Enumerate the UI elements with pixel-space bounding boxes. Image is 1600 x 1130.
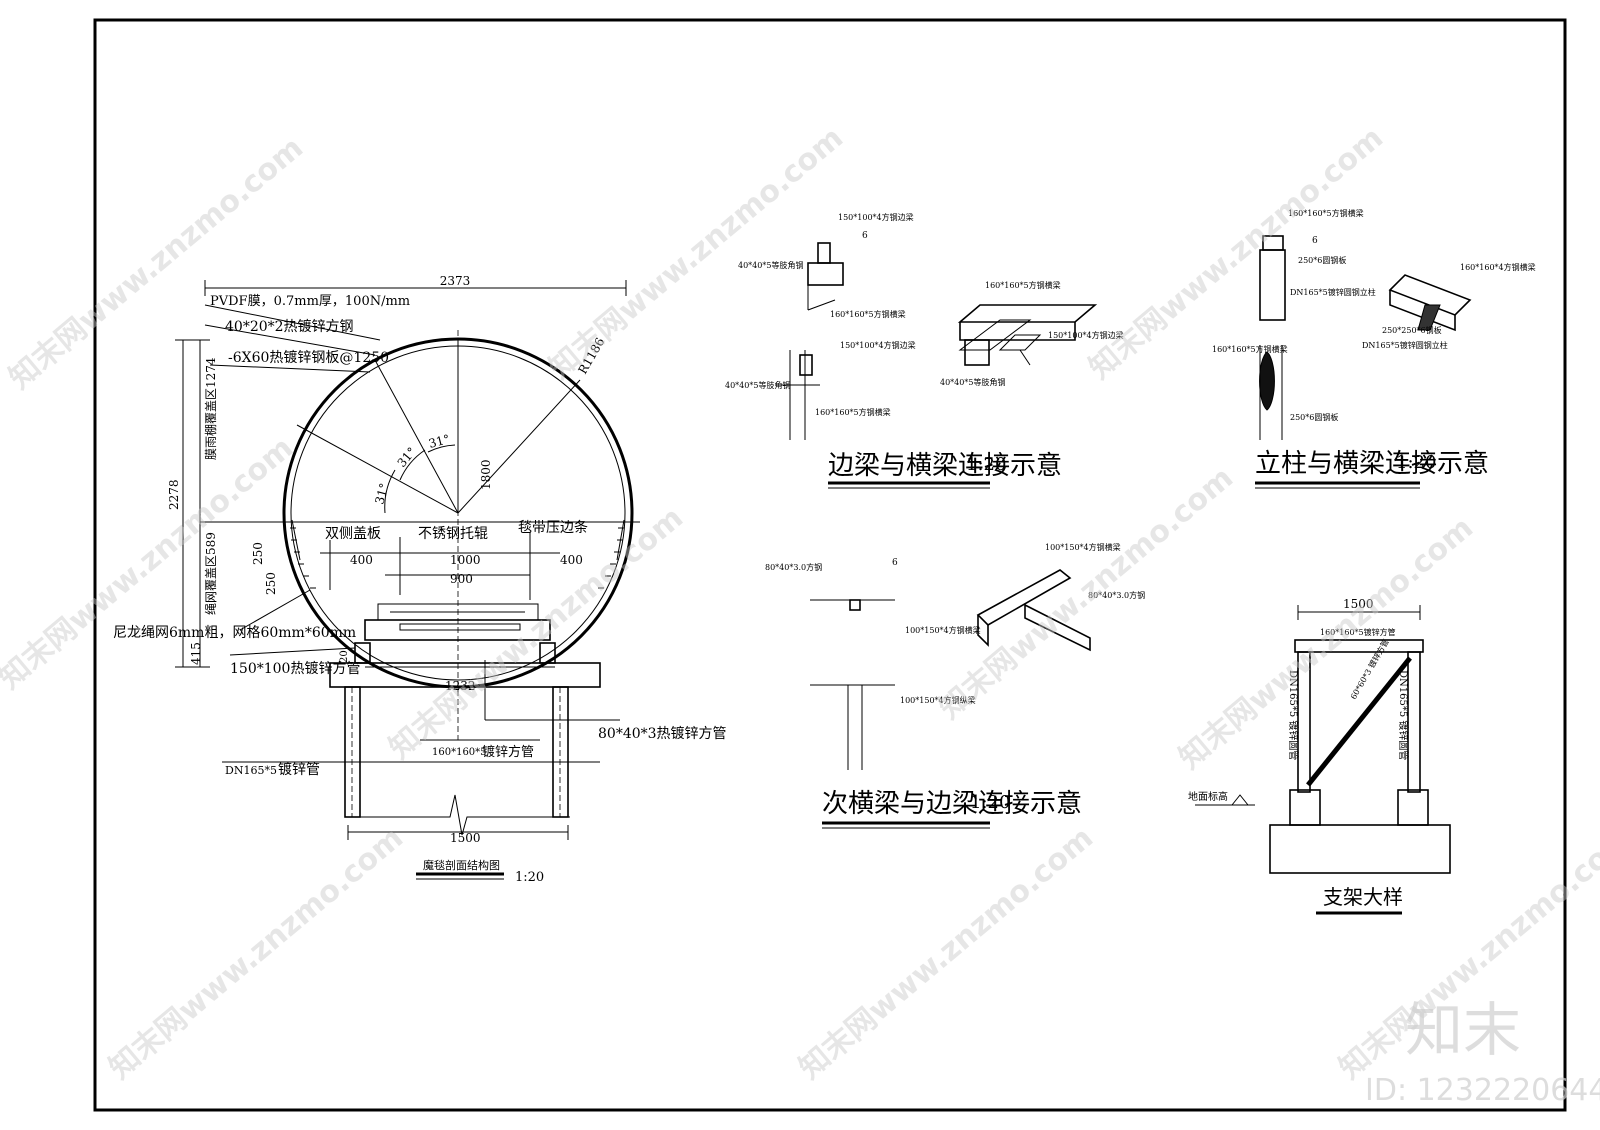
d3-label-d: 80*40*3.0方钢 bbox=[1088, 590, 1145, 600]
dim-2278: 2278 bbox=[167, 479, 181, 510]
d3-label-e: 100*150*4方钢纵梁 bbox=[900, 695, 976, 705]
d1-weld: 6 bbox=[862, 231, 868, 241]
d3-label-b: 100*150*4方钢横梁 bbox=[905, 625, 981, 635]
detail-column-beam: 160*160*5方钢横梁 250*6圆钢板 DN165*5镀锌圆钢立柱 160… bbox=[1212, 208, 1536, 489]
d1-label-f: 160*160*5方钢横梁 bbox=[815, 407, 891, 417]
dim-20: 20 bbox=[339, 650, 350, 663]
label-steel-40: 40*20*2热镀锌方钢 bbox=[225, 318, 354, 335]
label-pipe160: 160*160*5 bbox=[432, 747, 487, 758]
d2-label-e: 250*6圆钢板 bbox=[1290, 412, 1338, 422]
dim-1800: 1800 bbox=[479, 459, 493, 490]
label-roller: 不锈钢托辊 bbox=[418, 526, 488, 542]
dim-250-a: 250 bbox=[251, 542, 265, 565]
d4-label-left: DN165*5 镀锌圆管 bbox=[1287, 670, 1300, 760]
d1-label-c: 160*160*5方钢横梁 bbox=[830, 309, 906, 319]
watermark-2: 知末网www.znzmo.com bbox=[543, 120, 850, 386]
label-pipe160-b: 镀锌方管 bbox=[482, 744, 534, 760]
label-edge: 毯带压边条 bbox=[518, 519, 588, 536]
d4-label-right: DN165*5 镀锌圆管 bbox=[1397, 670, 1410, 760]
watermark-logo: 知末 bbox=[1405, 996, 1521, 1064]
dim-1500-main: 1500 bbox=[450, 831, 481, 845]
watermark-8: 知末网www.znzmo.com bbox=[103, 820, 410, 1086]
angle-2: 31° bbox=[395, 445, 419, 470]
sheet-border bbox=[93, 18, 1567, 1112]
watermark-6: 知末网www.znzmo.com bbox=[933, 460, 1240, 726]
angle-3: 31° bbox=[427, 432, 451, 451]
d2-overlap: 1:20 bbox=[1396, 452, 1436, 473]
dim-415: 415 bbox=[189, 642, 203, 665]
angle-1: 31° bbox=[372, 482, 391, 506]
d3-weld: 6 bbox=[892, 558, 898, 568]
dim-400-right: 400 bbox=[560, 553, 583, 567]
d3-title: 次横梁与边梁连接示意 bbox=[822, 789, 1082, 819]
d2-title: 立柱与横梁连接示意 bbox=[1255, 449, 1489, 479]
d1-label-g: 160*160*5方钢横梁 bbox=[985, 280, 1061, 290]
dim-2373: 2373 bbox=[440, 274, 471, 288]
d2-label-f: 160*160*4方钢横梁 bbox=[1460, 262, 1536, 272]
d2-label-a: 160*160*5方钢横梁 bbox=[1288, 208, 1364, 218]
d1-label-e: 40*40*5等肢角钢 bbox=[725, 380, 790, 390]
watermark-7: 知末网www.znzmo.com bbox=[1173, 510, 1480, 776]
label-pvdf: PVDF膜，0.7mm厚，100N/mm bbox=[210, 294, 410, 309]
watermark-9: 知末网www.znzmo.com bbox=[793, 820, 1100, 1086]
detail-edge-beam: 150*100*4方钢边梁 40*40*5等肢角钢 160*160*5方钢横梁 … bbox=[725, 212, 1124, 489]
d2-label-g: 250*250*6钢板 bbox=[1382, 325, 1442, 335]
dim-250-b: 250 bbox=[264, 572, 278, 595]
label-pipe150: 150*100热镀锌方管 bbox=[230, 660, 360, 677]
d3-label-a: 80*40*3.0方钢 bbox=[765, 562, 822, 572]
d1-label-h: 150*100*4方钢边梁 bbox=[1048, 330, 1124, 340]
d3-label-c: 100*150*4方钢横梁 bbox=[1045, 542, 1121, 552]
detail-secondary-beam: 80*40*3.0方钢 100*150*4方钢横梁 100*150*4方钢横梁 … bbox=[765, 542, 1145, 829]
main-section: 2373 PVDF膜，0.7mm厚，100N/mm 40*20*2热镀锌方钢 -… bbox=[113, 274, 727, 885]
d1-overlap: 1:20 bbox=[966, 454, 1006, 475]
label-dn165: DN165*5 bbox=[225, 764, 277, 777]
dim-1232: 1232 bbox=[445, 679, 476, 693]
d1-label-a: 150*100*4方钢边梁 bbox=[838, 212, 914, 222]
d1-label-b: 40*40*5等肢角钢 bbox=[738, 260, 803, 270]
main-title: 魔毯剖面结构图 bbox=[423, 858, 500, 872]
d1-label-i: 40*40*5等肢角钢 bbox=[940, 377, 1005, 387]
dim-900: 900 bbox=[450, 572, 473, 586]
d2-label-d: 160*160*5方钢横梁 bbox=[1212, 344, 1288, 354]
dim-400-left: 400 bbox=[350, 553, 373, 567]
label-plate: -6X60热镀锌钢板@1250 bbox=[228, 349, 389, 366]
d4-width: 1500 bbox=[1343, 597, 1374, 611]
d1-title: 边梁与横梁连接示意 bbox=[828, 451, 1062, 481]
dim-net-zone: 绳网覆盖区589 bbox=[204, 532, 218, 615]
d4-title: 支架大样 bbox=[1323, 885, 1403, 909]
d2-label-c: DN165*5镀锌圆钢立柱 bbox=[1290, 287, 1376, 297]
d2-label-b: 250*6圆钢板 bbox=[1298, 255, 1346, 265]
label-cover: 双侧盖板 bbox=[325, 526, 381, 542]
label-nylon: 尼龙绳网6mm粗，网格60mm*60mm bbox=[113, 625, 356, 641]
d4-label-top: 160*160*5镀锌方管 bbox=[1320, 627, 1396, 637]
d3-overlap: 1:20 bbox=[970, 792, 1010, 813]
d1-label-d: 150*100*4方钢边梁 bbox=[840, 340, 916, 350]
watermark-id: ID: 1232220644 bbox=[1365, 1073, 1600, 1108]
main-scale: 1:20 bbox=[515, 870, 544, 885]
d4-ground: 地面标高 bbox=[1188, 790, 1228, 803]
label-pipe80: 80*40*3热镀锌方管 bbox=[598, 725, 727, 742]
dim-1000: 1000 bbox=[450, 553, 481, 567]
d2-weld: 6 bbox=[1312, 236, 1318, 246]
label-dn165-b: 镀锌管 bbox=[278, 761, 320, 778]
detail-frame: 1500 160*160*5镀锌方管 DN165*5 镀锌圆管 DN165*5 … bbox=[1188, 597, 1451, 915]
dim-membrane-zone: 膜雨棚覆盖区1274 bbox=[203, 357, 218, 460]
d2-label-h: DN165*5镀锌圆钢立柱 bbox=[1362, 340, 1448, 350]
